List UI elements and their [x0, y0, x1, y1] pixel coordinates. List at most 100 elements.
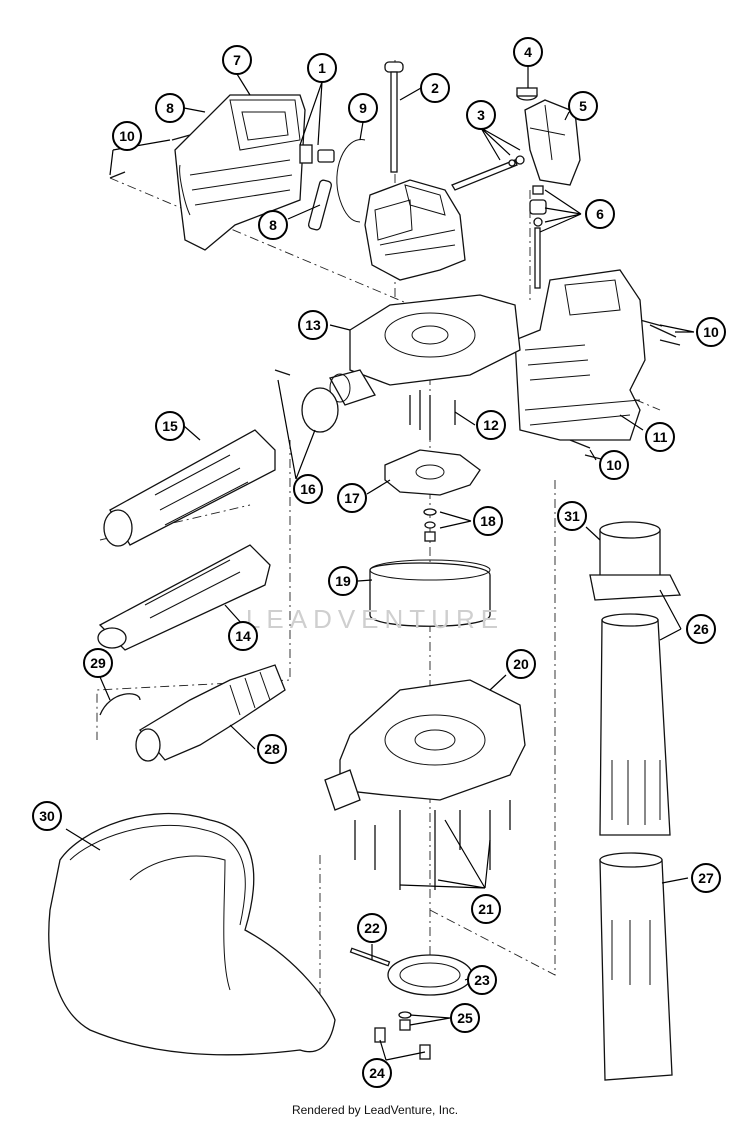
- svg-text:18: 18: [480, 513, 496, 529]
- lower-blower-nozzle: [599, 852, 673, 1081]
- callout-17: 17: [337, 483, 367, 513]
- callout-18: 18: [473, 506, 503, 536]
- svg-text:10: 10: [606, 457, 622, 473]
- callout-23: 23: [467, 965, 497, 995]
- upper-blower-tube: [599, 613, 671, 836]
- callout-25: 25: [450, 1003, 480, 1033]
- svg-text:22: 22: [364, 920, 380, 936]
- callout-27: 27: [691, 863, 721, 893]
- lower-fan-housing: [324, 679, 526, 811]
- callout-28: 28: [257, 734, 287, 764]
- svg-text:29: 29: [90, 655, 106, 671]
- hose-clamp: [274, 369, 339, 433]
- callout-10-left: 10: [112, 121, 142, 151]
- svg-text:3: 3: [477, 107, 485, 123]
- svg-text:8: 8: [166, 100, 174, 116]
- impeller: [384, 449, 481, 496]
- left-housing-half: [174, 94, 306, 251]
- svg-text:9: 9: [359, 100, 367, 116]
- svg-text:24: 24: [369, 1065, 385, 1081]
- svg-text:26: 26: [693, 621, 709, 637]
- callout-20: 20: [506, 649, 536, 679]
- footer-credit: Rendered by LeadVenture, Inc.: [291, 1103, 459, 1117]
- elbow-tube: [135, 664, 286, 762]
- callout-10-lower: 10: [599, 450, 629, 480]
- svg-text:20: 20: [513, 656, 529, 672]
- flat-nozzle: [97, 544, 271, 651]
- svg-text:27: 27: [698, 870, 714, 886]
- svg-text:28: 28: [264, 741, 280, 757]
- callout-30: 30: [32, 801, 62, 831]
- svg-text:11: 11: [653, 429, 668, 445]
- svg-text:15: 15: [162, 418, 178, 434]
- collection-bag: [48, 812, 336, 1056]
- blower-tube: [103, 429, 276, 547]
- callout-19: 19: [328, 566, 358, 596]
- callout-16: 16: [293, 474, 323, 504]
- callout-14: 14: [228, 621, 258, 651]
- housing-screws: [354, 800, 511, 890]
- fuel-cap: [516, 87, 538, 101]
- callout-9: 9: [348, 93, 378, 123]
- shaft: [349, 947, 391, 967]
- tube-adapter: [589, 521, 682, 601]
- callout-15: 15: [155, 411, 185, 441]
- callout-21: 21: [471, 894, 501, 924]
- svg-text:25: 25: [457, 1010, 473, 1026]
- svg-text:14: 14: [235, 628, 251, 644]
- leader-lines: [65, 66, 695, 1061]
- callout-8-upper: 8: [155, 93, 185, 123]
- callout-12: 12: [476, 410, 506, 440]
- callout-2: 2: [420, 73, 450, 103]
- mounting-stud: [529, 185, 547, 289]
- throttle-cable: [336, 139, 366, 223]
- callout-1: 1: [307, 53, 337, 83]
- callout-24: 24: [362, 1058, 392, 1088]
- callout-22: 22: [357, 913, 387, 943]
- svg-text:10: 10: [119, 128, 135, 144]
- callout-7: 7: [222, 45, 252, 75]
- svg-text:4: 4: [524, 44, 532, 60]
- svg-text:8: 8: [269, 217, 277, 233]
- impeller-hardware: [423, 508, 437, 542]
- svg-text:10: 10: [703, 324, 719, 340]
- nuts: [398, 1011, 412, 1031]
- callout-6: 6: [585, 199, 615, 229]
- callout-10-right: 10: [696, 317, 726, 347]
- right-housing-half: [514, 269, 646, 441]
- callout-29: 29: [83, 648, 113, 678]
- svg-text:17: 17: [344, 490, 360, 506]
- long-bolt: [451, 155, 525, 191]
- ring-gear: [387, 954, 473, 996]
- svg-text:16: 16: [300, 481, 316, 497]
- callout-5: 5: [568, 91, 598, 121]
- callout-13: 13: [298, 310, 328, 340]
- svg-text:23: 23: [474, 972, 490, 988]
- svg-text:30: 30: [39, 808, 55, 824]
- svg-text:2: 2: [431, 80, 439, 96]
- svg-text:19: 19: [335, 573, 351, 589]
- svg-text:13: 13: [305, 317, 321, 333]
- watermark: LEADVENTURE: [246, 604, 504, 634]
- svg-text:12: 12: [483, 417, 499, 433]
- svg-text:1: 1: [318, 60, 326, 76]
- springs: [374, 1027, 431, 1060]
- callout-4: 4: [513, 37, 543, 67]
- cover-screws: [409, 390, 456, 440]
- svg-text:6: 6: [596, 206, 604, 222]
- throttle-assembly: [299, 144, 335, 231]
- callout-3: 3: [466, 100, 496, 130]
- muffler: [524, 99, 581, 186]
- callout-31: 31: [557, 501, 587, 531]
- engine: [364, 179, 466, 281]
- fan-band: [369, 559, 491, 627]
- clip: [99, 693, 141, 716]
- spark-plug: [384, 61, 404, 173]
- callout-8-lower: 8: [258, 210, 288, 240]
- fan-cover: [329, 294, 521, 406]
- callout-26: 26: [686, 614, 716, 644]
- svg-text:5: 5: [579, 98, 587, 114]
- svg-text:21: 21: [478, 901, 494, 917]
- callout-11: 11: [645, 422, 675, 452]
